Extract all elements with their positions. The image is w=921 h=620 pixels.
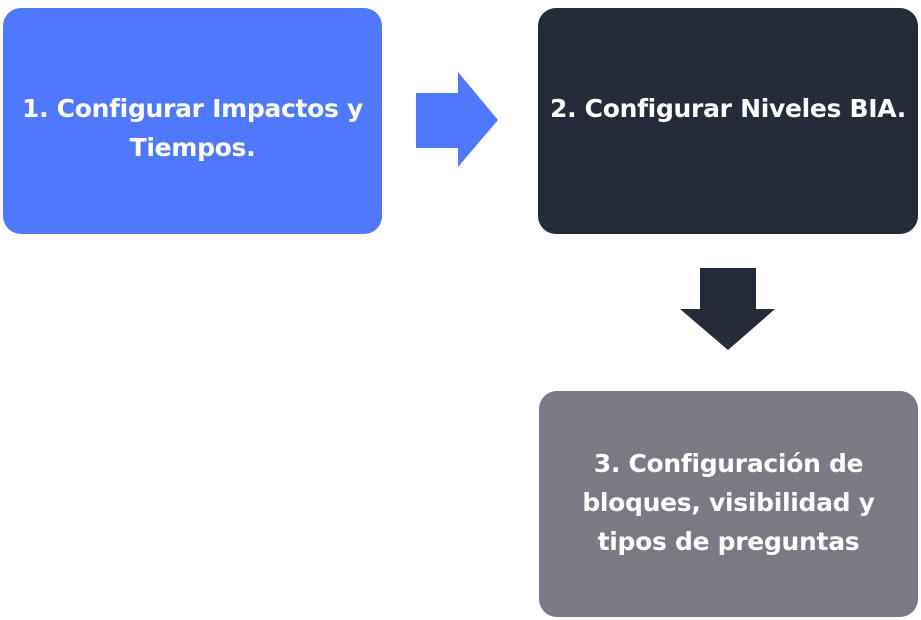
arrow-down-icon (680, 268, 775, 350)
step-3-box: 3. Configuración de bloques, visibilidad… (539, 391, 918, 617)
step-2-label: 2. Configurar Niveles BIA. (549, 94, 906, 123)
arrow-right-icon (416, 72, 498, 167)
step-3-label: 3. Configuración de bloques, visibilidad… (582, 449, 875, 556)
step-1-label: 1. Configurar Impactos y Tiempos. (21, 94, 364, 162)
step-2-box: 2. Configurar Niveles BIA. (538, 8, 918, 234)
step-1-box: 1. Configurar Impactos y Tiempos. (3, 8, 382, 234)
